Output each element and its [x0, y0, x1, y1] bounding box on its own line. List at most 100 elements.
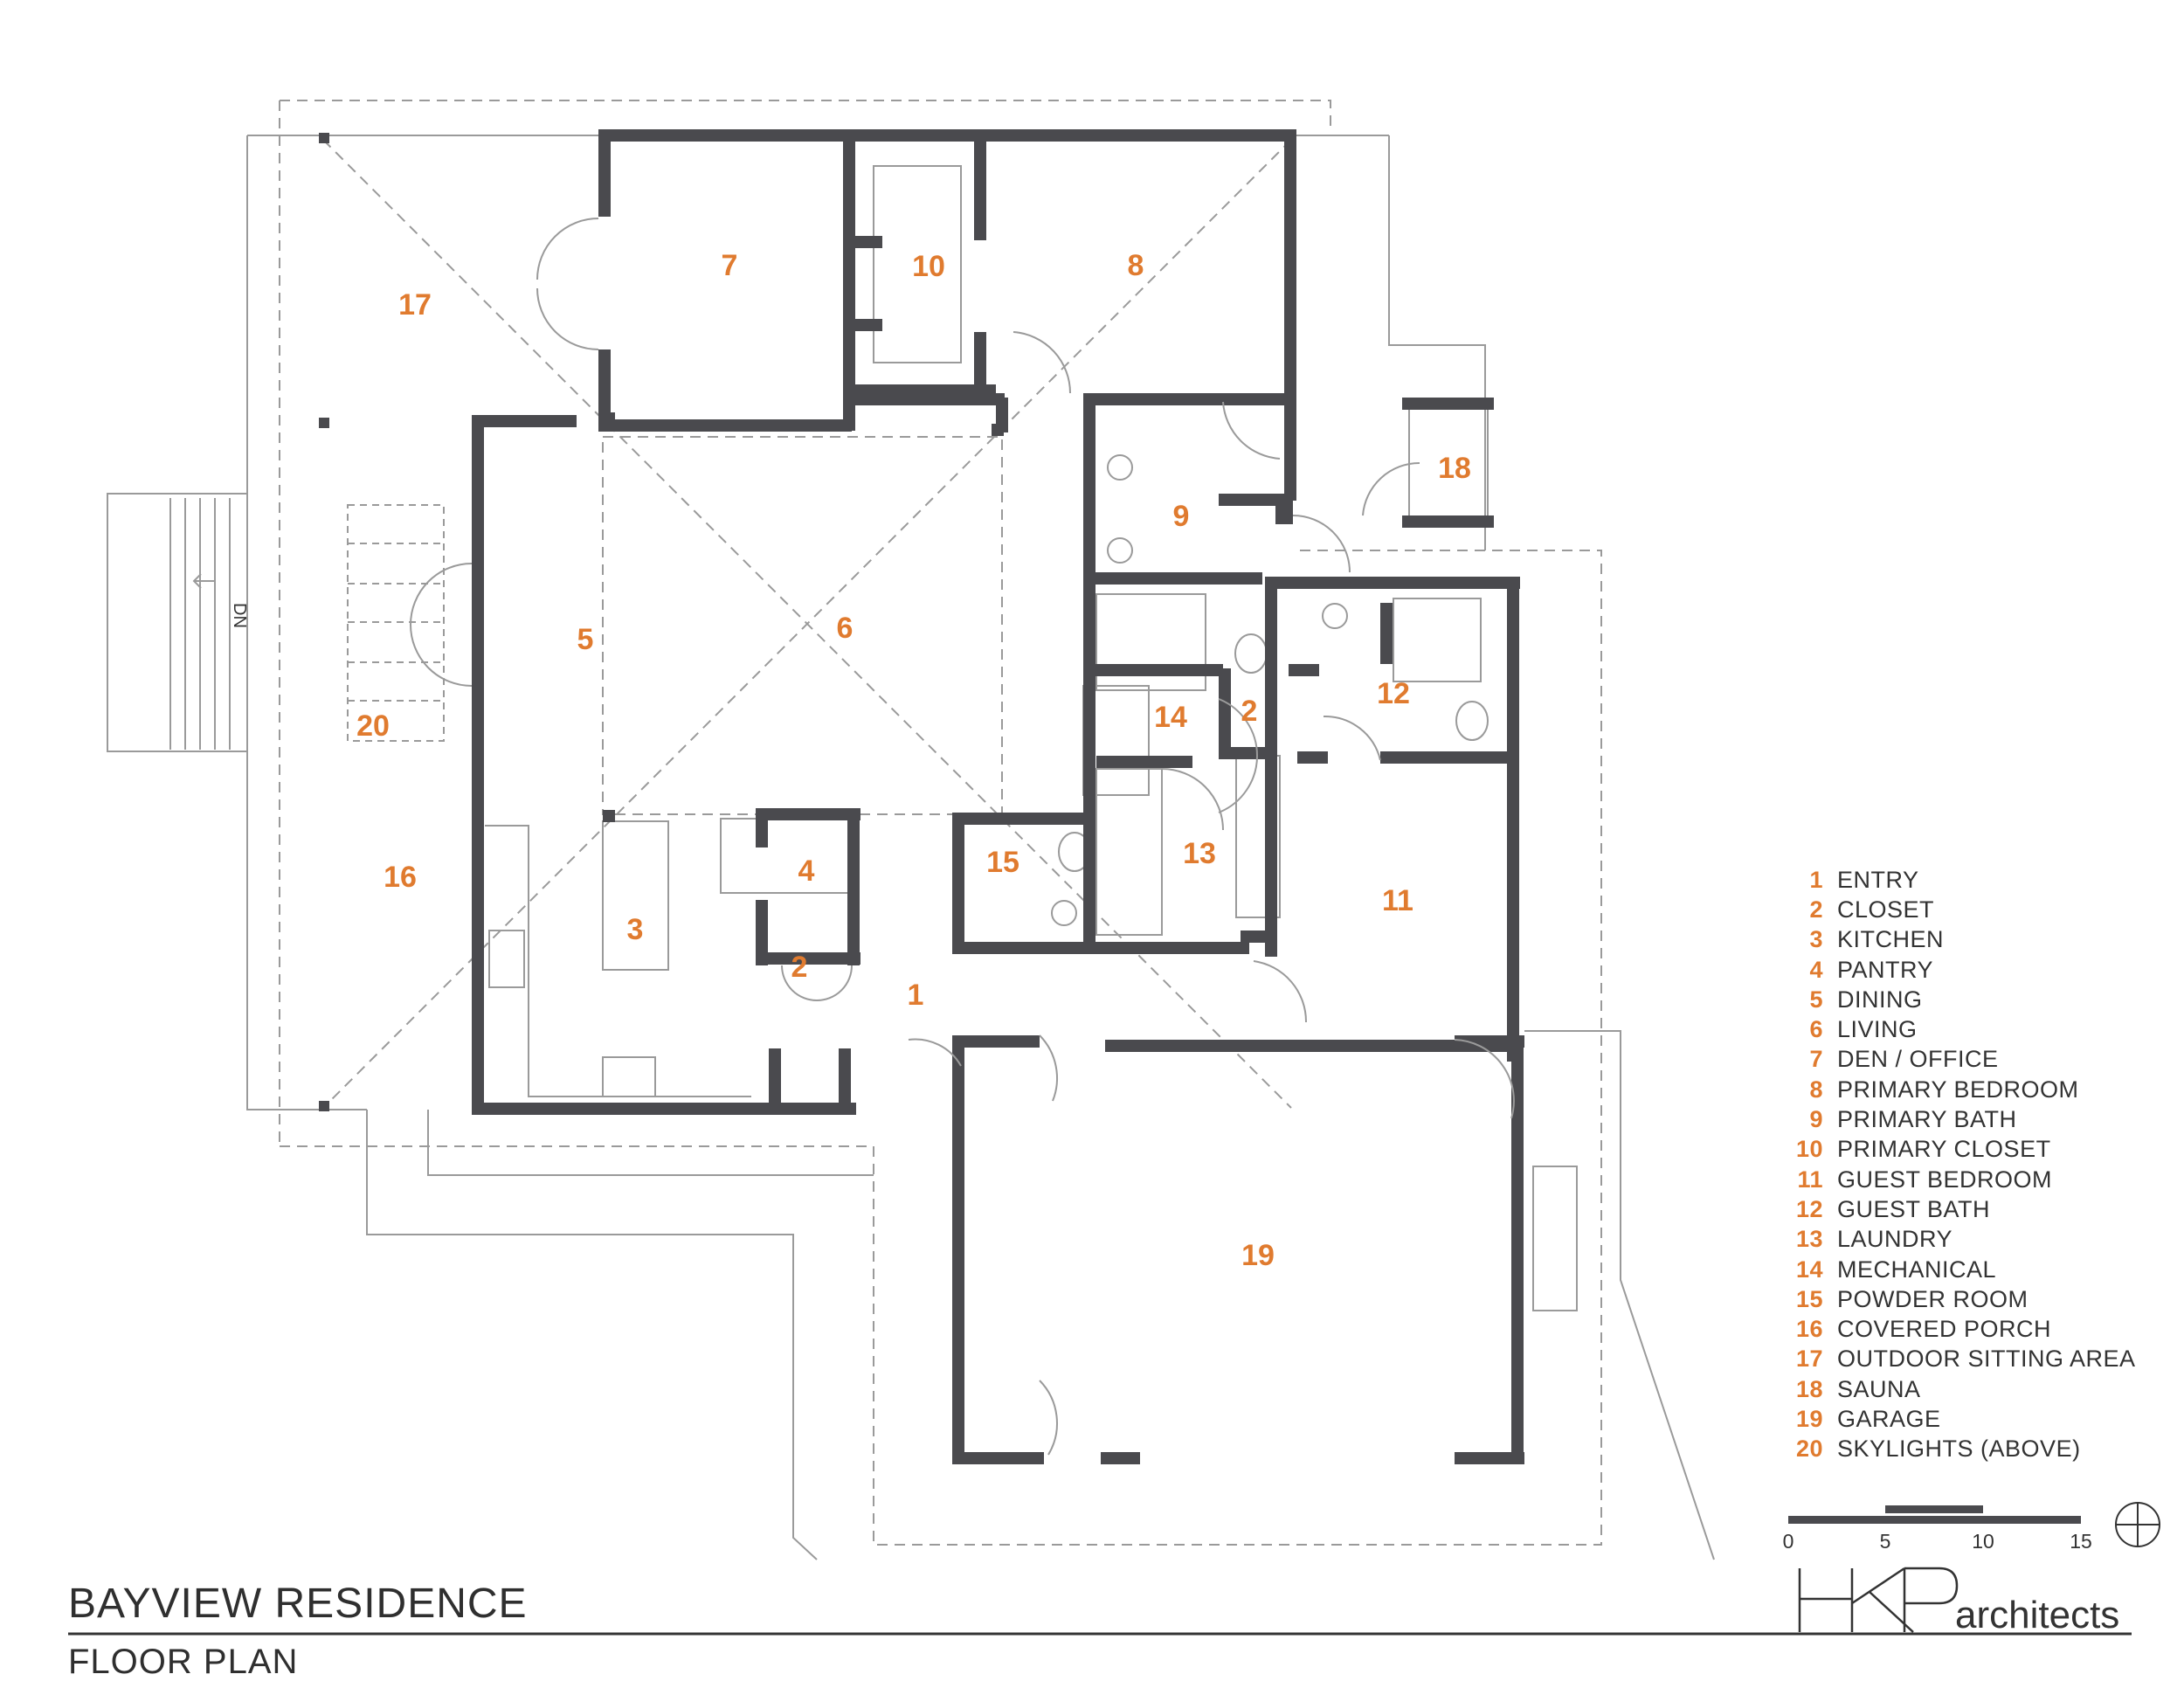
legend-num: 13	[1795, 1226, 1823, 1253]
legend-num: 4	[1809, 956, 1823, 983]
legend-label: MECHANICAL	[1837, 1256, 1997, 1283]
legend-num: 18	[1795, 1375, 1823, 1402]
legend-label: POWDER ROOM	[1837, 1285, 2028, 1312]
door-swings	[410, 218, 1515, 1456]
legend-num: 2	[1809, 896, 1823, 923]
legend-item: 12 GUEST BATH	[1787, 1194, 2136, 1224]
room-num-10: 10	[912, 250, 945, 283]
legend-label: GARAGE	[1837, 1405, 1941, 1432]
room-num-4: 4	[798, 854, 815, 888]
firm-name: architects	[1955, 1594, 2119, 1636]
room-num-14: 14	[1154, 701, 1187, 734]
legend-item: 10 PRIMARY CLOSET	[1787, 1135, 2136, 1165]
room-num-2b: 2	[1241, 695, 1258, 728]
legend-label: OUTDOOR SITTING AREA	[1837, 1346, 2136, 1373]
columns	[319, 133, 1004, 1111]
legend-item: 16 COVERED PORCH	[1787, 1314, 2136, 1344]
room-num-1: 1	[908, 979, 924, 1012]
legend-label: COVERED PORCH	[1837, 1316, 2052, 1343]
legend-num: 10	[1795, 1136, 1823, 1163]
legend-label: GUEST BEDROOM	[1837, 1166, 2053, 1193]
legend-item: 19 GARAGE	[1787, 1404, 2136, 1434]
legend-num: 14	[1795, 1256, 1823, 1283]
legend-item: 11 GUEST BEDROOM	[1787, 1165, 2136, 1194]
legend-num: 3	[1809, 926, 1823, 953]
legend-item: 3 KITCHEN	[1787, 925, 2136, 955]
firm-logo	[1798, 1567, 1959, 1633]
legend-label: PRIMARY BATH	[1837, 1106, 2017, 1133]
page-title: BAYVIEW RESIDENCE	[68, 1581, 528, 1627]
legend-label: ENTRY	[1837, 866, 1919, 893]
legend-label: PRIMARY BEDROOM	[1837, 1076, 2079, 1103]
room-num-18: 18	[1438, 452, 1471, 485]
room-num-9: 9	[1173, 500, 1190, 533]
legend-num: 9	[1809, 1106, 1823, 1133]
legend-label: PRIMARY CLOSET	[1837, 1136, 2051, 1163]
room-num-15: 15	[986, 846, 1019, 879]
legend-label: DINING	[1837, 986, 1923, 1013]
legend-num: 12	[1795, 1195, 1823, 1222]
legend-item: 2 CLOSET	[1787, 895, 2136, 924]
legend-item: 18 SAUNA	[1787, 1374, 2136, 1404]
stair-label: DN	[230, 603, 249, 628]
legend-label: SKYLIGHTS (ABOVE)	[1837, 1435, 2081, 1463]
legend-label: KITCHEN	[1837, 926, 1945, 953]
legend-item: 8 PRIMARY BEDROOM	[1787, 1075, 2136, 1104]
legend-label: LIVING	[1837, 1016, 1918, 1043]
legend-item: 13 LAUNDRY	[1787, 1225, 2136, 1255]
room-num-12: 12	[1377, 677, 1410, 710]
room-num-17: 17	[398, 288, 432, 322]
legend-num: 16	[1795, 1316, 1823, 1343]
north-arrow-icon	[2115, 1502, 2160, 1547]
legend-num: 15	[1795, 1285, 1823, 1312]
legend-num: 1	[1809, 866, 1823, 893]
legend-num: 11	[1797, 1166, 1823, 1193]
room-num-13: 13	[1183, 837, 1216, 870]
legend-label: SAUNA	[1837, 1375, 1921, 1402]
scale-bar: 0 5 10 15	[1783, 1505, 2092, 1553]
room-num-11: 11	[1382, 884, 1413, 917]
scale-tick-10: 10	[1972, 1530, 1994, 1553]
legend-num: 6	[1809, 1016, 1823, 1043]
legend-item: 17 OUTDOOR SITTING AREA	[1787, 1345, 2136, 1374]
legend-label: PANTRY	[1837, 956, 1934, 983]
legend-item: 6 LIVING	[1787, 1014, 2136, 1044]
legend-num: 19	[1795, 1405, 1823, 1432]
scale-tick-15: 15	[2070, 1530, 2092, 1553]
legend-label: LAUNDRY	[1837, 1226, 1953, 1253]
legend-label: CLOSET	[1837, 896, 1935, 923]
legend-num: 17	[1795, 1346, 1823, 1373]
room-num-6: 6	[837, 612, 854, 645]
scale-tick-5: 5	[1880, 1530, 1891, 1553]
room-num-2: 2	[791, 951, 808, 984]
legend-item: 14 MECHANICAL	[1787, 1255, 2136, 1284]
skylights	[347, 504, 445, 742]
legend-item: 15 POWDER ROOM	[1787, 1284, 2136, 1314]
legend-item: 9 PRIMARY BATH	[1787, 1104, 2136, 1134]
legend-num: 8	[1809, 1076, 1823, 1103]
legend-label: DEN / OFFICE	[1837, 1046, 1999, 1073]
page-subtitle: FLOOR PLAN	[68, 1643, 299, 1681]
room-num-19: 19	[1241, 1239, 1275, 1272]
legend-num: 5	[1809, 986, 1823, 1013]
legend-num: 20	[1795, 1435, 1823, 1463]
scale-tick-0: 0	[1783, 1530, 1794, 1553]
legend-label: GUEST BATH	[1837, 1195, 1991, 1222]
room-num-7: 7	[722, 249, 738, 282]
room-num-20: 20	[356, 709, 390, 743]
room-num-16: 16	[384, 861, 417, 894]
walls	[472, 129, 1524, 1464]
room-numbers: 1 2 2 3 4 5 6 7 8 9 10 11 12 13 14 15 16…	[356, 249, 1471, 1272]
legend-item: 7 DEN / OFFICE	[1787, 1045, 2136, 1075]
room-num-5: 5	[577, 623, 594, 656]
legend-item: 4 PANTRY	[1787, 955, 2136, 985]
legend-item: 5 DINING	[1787, 985, 2136, 1014]
legend-item: 1 ENTRY	[1787, 865, 2136, 895]
room-num-8: 8	[1128, 249, 1144, 282]
legend-num: 7	[1809, 1046, 1823, 1073]
legend-item: 20 SKYLIGHTS (ABOVE)	[1787, 1435, 2136, 1464]
room-num-3: 3	[627, 913, 644, 946]
site-lines	[107, 135, 1715, 1560]
